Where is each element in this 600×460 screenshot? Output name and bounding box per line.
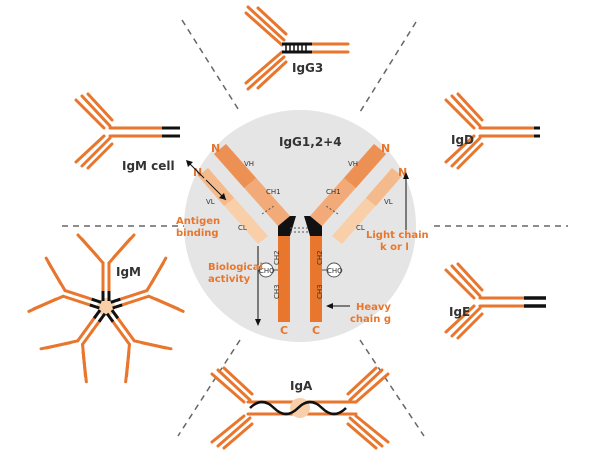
igd-antibody bbox=[444, 92, 540, 170]
cho-right bbox=[322, 262, 342, 278]
center-title: IgG1,2+4 bbox=[279, 135, 342, 149]
heavy-chain-right bbox=[304, 144, 386, 322]
n-terminus-light-right: N bbox=[398, 166, 407, 179]
cl-right-label: CL bbox=[356, 224, 365, 232]
ch1-left-label: CH1 bbox=[266, 188, 281, 196]
igm-pentamer bbox=[27, 233, 185, 384]
n-terminus-light-left: N bbox=[193, 166, 202, 179]
cho-right-label: CHO bbox=[327, 267, 343, 275]
heavy-chain-label-2: chain g bbox=[350, 314, 391, 325]
vh-left-label: VH bbox=[244, 160, 254, 168]
dashed-separators bbox=[62, 19, 568, 437]
ch2-left-label: CH2 bbox=[273, 250, 281, 265]
ch3-right-label: CH3 bbox=[316, 284, 324, 299]
igg3-label: IgG3 bbox=[292, 61, 323, 75]
biological-activity-label-2: activity bbox=[208, 274, 251, 285]
iga-label: IgA bbox=[290, 379, 313, 393]
light-chain-right bbox=[332, 168, 402, 244]
cho-left bbox=[258, 262, 278, 278]
n-terminus-right: N bbox=[381, 142, 390, 155]
biological-activity-label-1: Biological bbox=[208, 262, 263, 273]
igd-label: IgD bbox=[451, 133, 474, 147]
antigen-binding-label-1: Antigen bbox=[176, 216, 220, 227]
ige-antibody bbox=[444, 262, 546, 340]
vh-right-label: VH bbox=[348, 160, 358, 168]
heavy-chain-label-1: Heavy bbox=[356, 302, 391, 313]
ch2-right-label: CH2 bbox=[316, 250, 324, 265]
c-terminus-right: C bbox=[312, 324, 320, 337]
igm-label: IgM bbox=[116, 265, 141, 279]
n-terminus-left: N bbox=[211, 142, 220, 155]
cl-left-label: CL bbox=[238, 224, 247, 232]
arrowheads bbox=[186, 160, 409, 326]
igg3-antibody bbox=[244, 5, 350, 91]
light-chain-label-1: Light chain bbox=[366, 230, 429, 241]
igm-cell-label: IgM cell bbox=[122, 159, 175, 173]
vl-left-label: VL bbox=[206, 198, 215, 206]
heavy-chain-left bbox=[214, 144, 296, 322]
c-terminus-left: C bbox=[280, 324, 288, 337]
disulfide-bonds bbox=[261, 205, 339, 233]
ige-label: IgE bbox=[449, 305, 470, 319]
ch3-left-label: CH3 bbox=[273, 284, 281, 299]
ch1-right-label: CH1 bbox=[326, 188, 341, 196]
antigen-binding-label-2: binding bbox=[176, 228, 219, 239]
igm-cell-antibody bbox=[74, 92, 180, 170]
iga-dimer bbox=[210, 366, 390, 450]
light-chain-label-2: k or l bbox=[380, 242, 409, 253]
vl-right-label: VL bbox=[384, 198, 393, 206]
cho-left-label: CHO bbox=[259, 267, 275, 275]
